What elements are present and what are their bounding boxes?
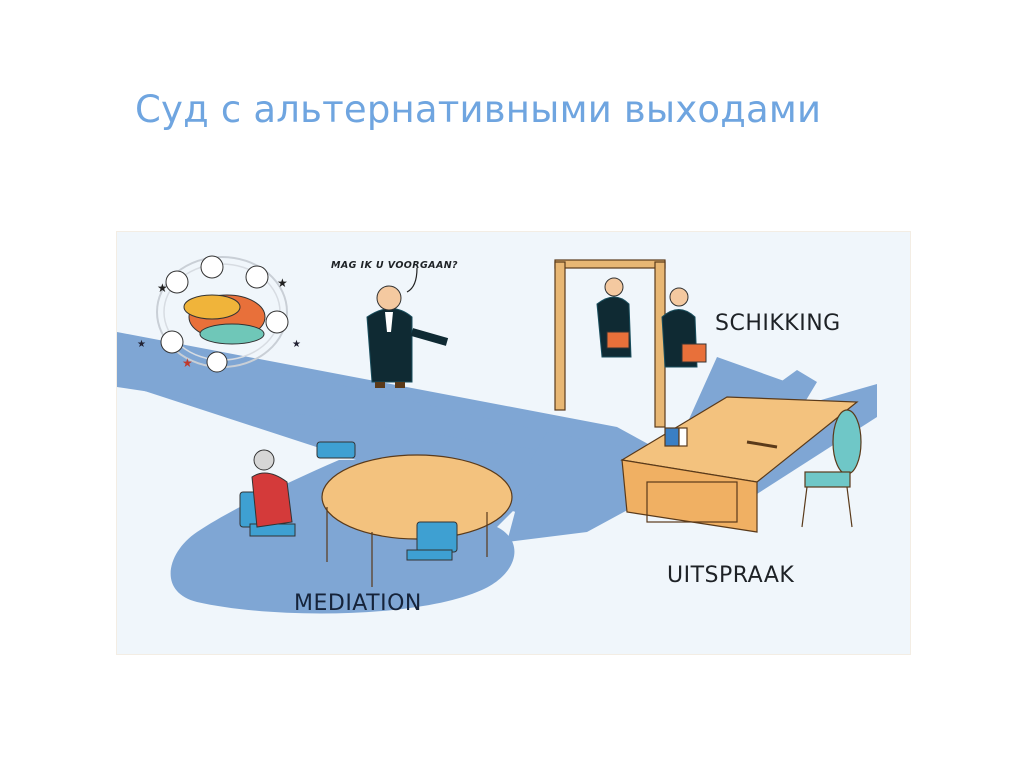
- label-uitspraak: UITSPRAAK: [667, 563, 795, 588]
- svg-text:★: ★: [292, 339, 301, 350]
- court-cartoon-illustration: ★ ★ ★ ★ ★: [117, 232, 910, 654]
- judge-desk: [620, 396, 859, 533]
- fighting-people-icon: ★ ★ ★ ★ ★: [137, 255, 301, 373]
- mediator-figure: [251, 449, 293, 528]
- slide-title: Суд с альтернативными выходами: [135, 88, 822, 131]
- judge-chair: [801, 409, 862, 528]
- label-mediation: MEDIATION: [294, 591, 422, 616]
- label-schikking: SCHIKKING: [715, 311, 841, 336]
- lawyer-figure: [366, 267, 449, 388]
- svg-text:★: ★: [157, 281, 168, 295]
- speech-bubble-text: MAG IK U VOORGAAN?: [331, 260, 458, 271]
- two-lawyers-figure: [596, 277, 707, 368]
- svg-text:★: ★: [137, 339, 146, 350]
- cartoon-drawing: ★ ★ ★ ★ ★: [117, 255, 877, 614]
- svg-text:★: ★: [277, 276, 288, 290]
- svg-text:★: ★: [182, 356, 193, 370]
